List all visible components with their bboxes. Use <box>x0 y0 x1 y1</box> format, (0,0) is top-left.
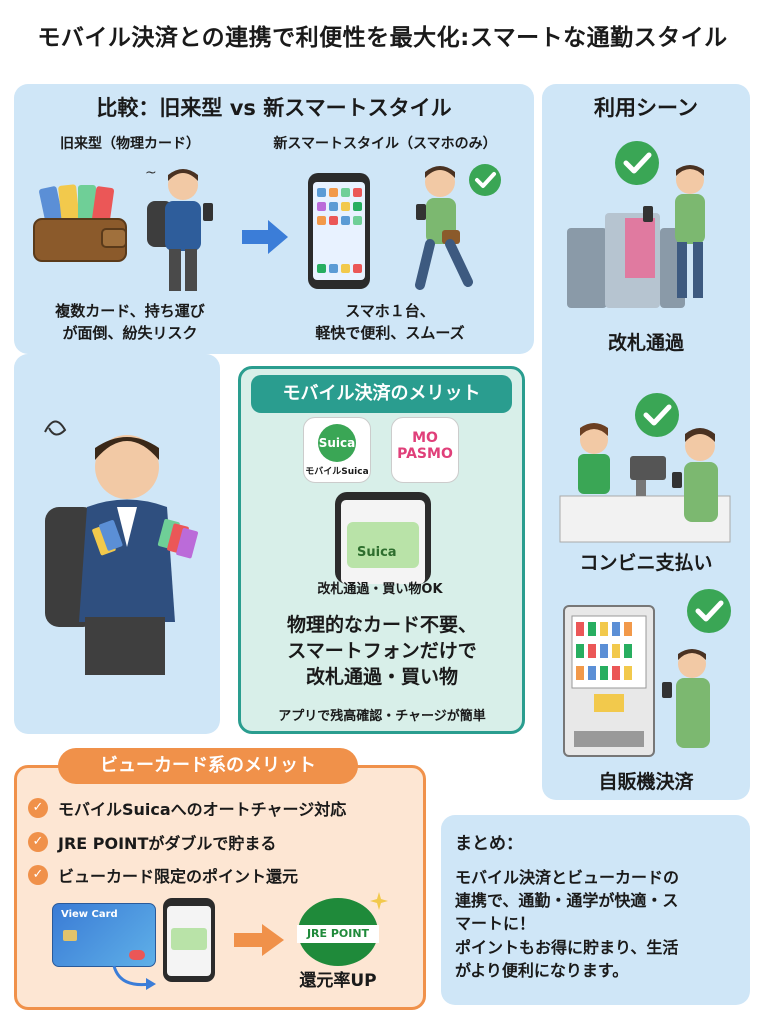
view-merit-item: ✓ ビューカード限定のポイント還元 <box>28 862 298 888</box>
summary-text: モバイル決済とビューカードの 連携で、通勤・通学が快適・ス マートに！ ポイント… <box>455 866 736 982</box>
check-icon: ✓ <box>28 798 48 818</box>
phone-caption: 改札通過・買い物OK <box>317 582 443 597</box>
phone-with-suica-illustration: Suica <box>335 492 431 584</box>
check-icon: ✓ <box>28 832 48 852</box>
pasmo-top-mark: MO <box>412 430 438 446</box>
scene-label-vending: 自販機決済 <box>598 771 694 793</box>
new-caption-line-2: 軽快で便利、スムーズ <box>315 323 465 342</box>
pasmo-logo: MO PASMO <box>391 417 459 483</box>
summary-box: まとめ： モバイル決済とビューカードの 連携で、通勤・通学が快適・ス マートに！… <box>441 815 750 1005</box>
check-icon <box>687 589 731 633</box>
page-title: モバイル決済との連携で利便性を最大化:スマートな通勤スタイル <box>37 25 728 51</box>
suica-mark: Suica <box>318 424 356 462</box>
jre-point-band: JRE POINT <box>297 925 379 943</box>
view-card-merit-heading: ビューカード系のメリット <box>58 748 358 784</box>
summary-line: 連携で、通勤・通学が快適・ス <box>455 891 679 911</box>
ticket-gate-illustration <box>567 165 705 308</box>
check-icon <box>615 141 659 185</box>
old-style-label: 旧来型（物理カード） <box>60 136 200 152</box>
svg-text:~: ~ <box>145 165 157 181</box>
smartphone-illustration <box>308 173 370 289</box>
old-caption-line-1: 複数カード、持ち運び <box>55 302 205 320</box>
stressed-man-illustration <box>44 420 199 675</box>
card-brand-icon <box>129 950 145 960</box>
view-card-label: View Card <box>61 909 118 920</box>
mobile-merit-main-line-2: スマートフォンだけで <box>287 640 477 663</box>
view-merit-item-text: ビューカード限定のポイント還元 <box>58 867 299 886</box>
sparkle-icon <box>370 892 388 910</box>
pasmo-text: PASMO <box>397 446 453 462</box>
mobile-merit-main-text: 物理的なカード不要、 スマートフォンだけで 改札通過・買い物 <box>248 612 516 691</box>
check-icon: ✓ <box>28 865 48 885</box>
check-icon <box>469 164 501 196</box>
comparison-heading: 比較：旧来型 vs 新スマートスタイル <box>96 96 452 120</box>
summary-line: モバイル決済とビューカードの <box>455 868 680 887</box>
new-style-man-illustration <box>415 166 473 290</box>
summary-line: マートに！ <box>455 914 536 934</box>
phone-small-illustration <box>163 898 215 982</box>
usage-scenes-heading: 利用シーン <box>594 96 698 120</box>
suica-sub-label: モバイルSuica <box>305 467 369 477</box>
scene-label-convenience: コンビニ支払い <box>579 552 713 574</box>
vending-machine-illustration <box>563 605 710 757</box>
curved-arrow-icon <box>112 965 156 990</box>
jre-point-logo: JRE POINT <box>297 898 379 966</box>
suica-logo: Suica モバイルSuica <box>303 417 371 483</box>
arrow-right-icon <box>234 924 284 956</box>
phone-card-text: Suica <box>357 545 397 560</box>
convenience-store-illustration <box>559 423 731 543</box>
new-style-label: 新スマートスタイル（スマホのみ） <box>273 136 497 152</box>
view-card-merit-box <box>14 765 426 1010</box>
mobile-merit-main-line-3: 改札通過・買い物 <box>305 666 458 689</box>
summary-line: ポイントもお得に貯まり、生活 <box>455 937 679 957</box>
wallet-illustration <box>33 184 127 262</box>
arrow-right-icon <box>242 220 288 254</box>
check-icon <box>635 393 679 437</box>
view-merit-item-text: JRE POINTがダブルで貯まる <box>58 834 277 853</box>
mobile-merit-sub-text: アプリで残高確認・チャージが簡単 <box>278 709 486 724</box>
view-merit-item-text: モバイルSuicaへのオートチャージ対応 <box>58 800 347 819</box>
summary-line: がより便利になります。 <box>455 960 629 980</box>
old-style-caption: 複数カード、持ち運び が面倒、紛失リスク <box>30 301 230 345</box>
new-style-caption: スマホ１台、 軽快で便利、スムーズ <box>290 301 490 345</box>
scene-label-gate: 改札通過 <box>607 332 684 354</box>
new-caption-line-1: スマホ１台、 <box>345 302 435 320</box>
mobile-merit-main-line-1: 物理的なカード不要、 <box>286 614 477 636</box>
old-caption-line-2: が面倒、紛失リスク <box>62 323 198 342</box>
view-merit-item: ✓ モバイルSuicaへのオートチャージ対応 <box>28 795 346 821</box>
old-style-man-illustration: ~ <box>145 165 213 291</box>
card-chip-icon <box>63 930 77 941</box>
view-merit-item: ✓ JRE POINTがダブルで貯まる <box>28 829 276 855</box>
rate-up-label: 還元率UP <box>299 971 377 991</box>
summary-heading: まとめ： <box>455 834 523 854</box>
view-card-graphic: View Card <box>52 903 156 967</box>
mobile-merit-heading: モバイル決済のメリット <box>251 375 512 413</box>
